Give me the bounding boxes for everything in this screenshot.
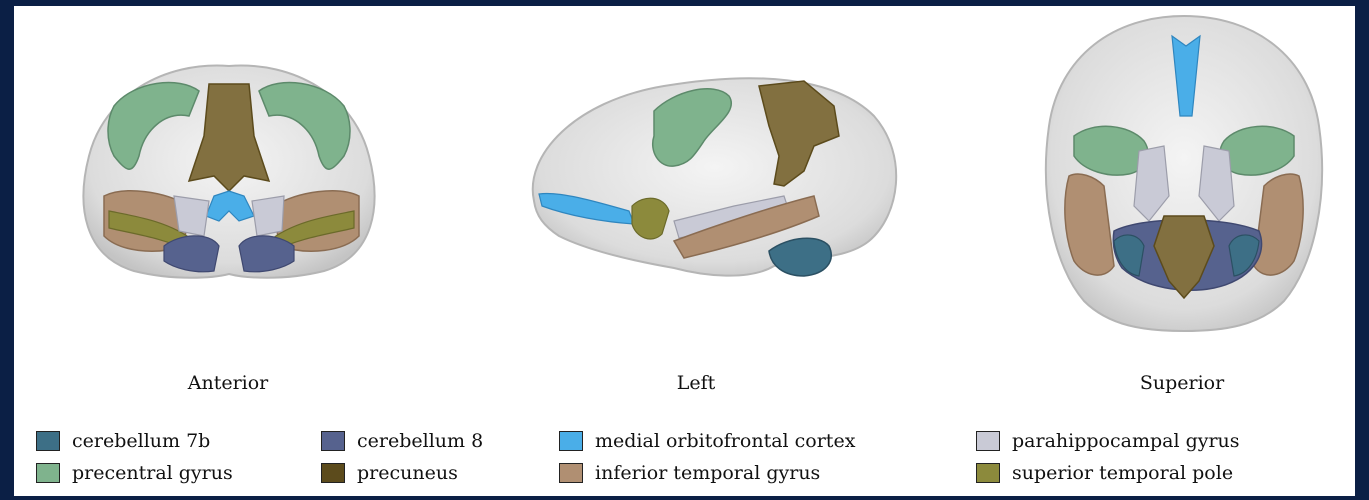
legend-item-superior-temporal-pole: superior temporal pole — [976, 460, 1233, 486]
legend: cerebellum 7b cerebellum 8 medial orbito… — [14, 428, 1355, 490]
legend-item-precuneus: precuneus — [321, 460, 458, 486]
legend-label: precentral gyrus — [72, 462, 233, 484]
legend-label: medial orbitofrontal cortex — [595, 430, 855, 452]
legend-item-cerebellum-8: cerebellum 8 — [321, 428, 483, 454]
legend-item-medial-orbitofrontal-cortex: medial orbitofrontal cortex — [559, 428, 855, 454]
view-label-anterior: Anterior — [188, 372, 269, 394]
legend-swatch — [559, 463, 583, 483]
legend-label: superior temporal pole — [1012, 462, 1233, 484]
legend-swatch — [976, 463, 1000, 483]
legend-swatch — [559, 431, 583, 451]
legend-item-cerebellum-7b: cerebellum 7b — [36, 428, 210, 454]
legend-swatch — [321, 431, 345, 451]
legend-label: precuneus — [357, 462, 458, 484]
legend-item-inferior-temporal-gyrus: inferior temporal gyrus — [559, 460, 820, 486]
brain-views — [14, 6, 1355, 366]
legend-item-precentral-gyrus: precentral gyrus — [36, 460, 233, 486]
legend-swatch — [36, 431, 60, 451]
legend-label: parahippocampal gyrus — [1012, 430, 1240, 452]
left-brain-view — [533, 78, 896, 276]
legend-label: inferior temporal gyrus — [595, 462, 820, 484]
legend-item-parahippocampal-gyrus: parahippocampal gyrus — [976, 428, 1240, 454]
parahippocampal-gyrus-region — [252, 196, 284, 236]
legend-swatch — [36, 463, 60, 483]
legend-label: cerebellum 7b — [72, 430, 210, 452]
anterior-brain-view — [83, 66, 374, 278]
legend-swatch — [321, 463, 345, 483]
figure-panel: Anterior Left Superior cerebellum 7b cer… — [14, 6, 1355, 496]
superior-brain-view — [1046, 16, 1322, 331]
parahippocampal-gyrus-region — [174, 196, 209, 236]
view-label-superior: Superior — [1140, 372, 1224, 394]
legend-swatch — [976, 431, 1000, 451]
view-label-left: Left — [677, 372, 716, 394]
legend-label: cerebellum 8 — [357, 430, 483, 452]
